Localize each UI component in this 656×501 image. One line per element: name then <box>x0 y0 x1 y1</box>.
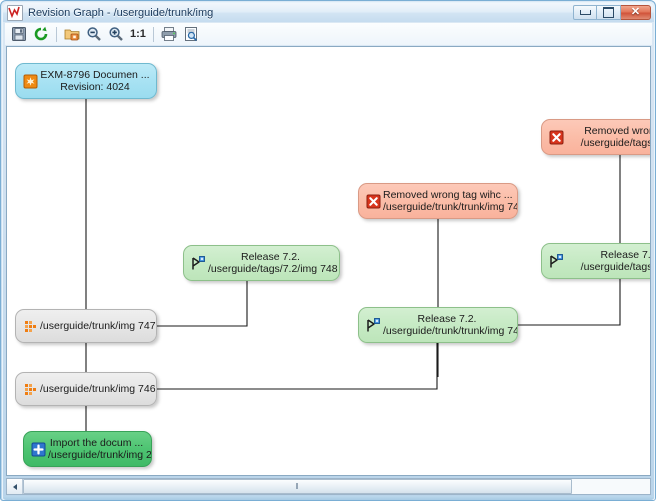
graph-node-line2: /userguide/trunk/img 2 <box>48 449 151 461</box>
graph-node-line2: /userguide/trunk/trunk/img 749 <box>383 201 517 213</box>
graph-node-label: EXM-8796 Documen ...Revision: 4024 <box>40 69 156 94</box>
graph-node-line1: Removed wrong tag wihc ... <box>383 188 513 201</box>
scrollbar-track[interactable]: ‖ <box>23 479 650 494</box>
graph-node[interactable]: /userguide/trunk/img 746 <box>15 372 157 406</box>
window-bottom-strip <box>3 496 654 500</box>
graph-node-line2: /userguide/tags/7.2/tr <box>580 137 650 149</box>
graph-node-label: Removed wrong tru/userguide/tags/7.2/tr <box>566 124 650 150</box>
scrollbar-thumb[interactable]: ‖ <box>23 479 572 494</box>
graph-node[interactable]: EXM-8796 Documen ...Revision: 4024 <box>15 63 157 99</box>
tag-branch-icon <box>366 318 380 332</box>
graph-node-line2: /userguide/tags/7.2/tr <box>580 261 650 273</box>
toolbar: 1:1 <box>5 23 652 45</box>
graph-node-line1: EXM-8796 Documen ... <box>40 68 150 81</box>
graph-node-line1: /userguide/trunk/img 746 <box>40 382 156 395</box>
graph-node[interactable]: /userguide/trunk/img 747 <box>15 309 157 343</box>
graph-node[interactable]: Removed wrong tru/userguide/tags/7.2/tr <box>541 119 650 155</box>
tag-branch-icon <box>546 244 566 278</box>
deleted-x-icon <box>366 194 380 208</box>
graph-node-line2: /userguide/tags/7.2/img 748 <box>208 263 338 275</box>
graph-node-line1: Import the docum ... <box>49 436 144 449</box>
scroll-left-arrow-icon <box>12 483 17 490</box>
minimize-button[interactable] <box>573 5 597 20</box>
horizontal-scrollbar[interactable]: ‖ <box>6 478 651 495</box>
deleted-x-icon <box>549 130 563 144</box>
window-controls: ✕ <box>573 5 651 20</box>
graph-node[interactable]: Removed wrong tag wihc .../userguide/tru… <box>358 183 518 219</box>
tortoise-checkmark-icon <box>7 4 23 21</box>
print-preview-button[interactable] <box>180 24 202 44</box>
title-bar[interactable]: Revision Graph - /userguide/trunk/img ✕ <box>3 3 654 22</box>
printer-icon <box>161 27 177 41</box>
modified-dots-icon <box>20 373 40 405</box>
zoom-out-button[interactable] <box>83 24 105 44</box>
graph-node-line1: Release 7.2. <box>600 248 651 261</box>
tag-branch-icon <box>549 254 563 268</box>
zoom-in-button[interactable] <box>105 24 127 44</box>
deleted-x-icon <box>363 184 383 218</box>
folder-icon <box>64 29 80 41</box>
graph-node-label: Release 7.2./userguide/tags/7.2/tr <box>566 248 651 274</box>
modified-dots-icon <box>20 310 40 342</box>
maximize-button[interactable] <box>597 5 621 20</box>
graph-node[interactable]: Release 7.2./userguide/tags/7.2/tr <box>541 243 651 279</box>
graph-node[interactable]: Release 7.2./userguide/tags/7.2/img 748 <box>183 245 340 281</box>
graph-edge <box>518 279 621 326</box>
graph-node-label: Removed wrong tag wihc .../userguide/tru… <box>383 189 517 214</box>
print-button[interactable] <box>158 24 180 44</box>
save-icon <box>12 27 26 41</box>
graph-edges <box>85 99 621 431</box>
tag-branch-icon <box>188 246 208 280</box>
modified-dots-icon <box>24 320 36 332</box>
added-plus-icon <box>31 442 45 456</box>
modified-dots-icon <box>24 383 36 395</box>
scrollbar-grip-icon: ‖ <box>295 481 300 491</box>
graph-edge <box>157 343 438 390</box>
graph-node-label: /userguide/trunk/img 747 <box>40 320 156 333</box>
print-preview-icon <box>184 27 197 42</box>
graph-node-line2: Revision: 4024 <box>60 81 130 93</box>
graph-node-label: Import the docum .../userguide/trunk/img… <box>48 437 151 462</box>
tag-branch-icon <box>363 308 383 342</box>
graph-node-label: /userguide/trunk/img 746 <box>40 383 156 396</box>
graph-node-label: Release 7.2./userguide/trunk/trunk/img 7… <box>383 313 517 338</box>
graph-edge <box>157 281 248 327</box>
added-plus-icon <box>28 432 48 466</box>
close-button[interactable]: ✕ <box>621 5 651 20</box>
zoom-in-icon <box>109 27 123 41</box>
scroll-left-button[interactable] <box>7 479 23 494</box>
save-button[interactable] <box>8 24 30 44</box>
window-title: Revision Graph - /userguide/trunk/img <box>28 6 214 19</box>
graph-node-line1: Removed wrong tru <box>584 124 650 137</box>
graph-node[interactable]: Import the docum .../userguide/trunk/img… <box>23 431 152 467</box>
graph-node-line2: /userguide/trunk/trunk/img 747 <box>383 325 517 337</box>
toolbar-separator-1 <box>56 26 57 42</box>
deleted-x-icon <box>546 120 566 154</box>
toolbar-separator-2 <box>152 26 154 42</box>
modified-star-icon <box>20 64 40 98</box>
maximize-icon <box>603 7 614 18</box>
graph-node-line1: /userguide/trunk/img 747 <box>40 319 156 332</box>
graph-node-line1: Release 7.2. <box>241 250 300 263</box>
tag-branch-icon <box>191 256 205 270</box>
modified-star-icon <box>23 74 37 88</box>
show-all-button[interactable] <box>61 24 83 44</box>
zoom-100-button[interactable]: 1:1 <box>130 28 146 40</box>
graph-node-label: Release 7.2./userguide/tags/7.2/img 748 <box>208 251 339 276</box>
refresh-button[interactable] <box>30 24 52 44</box>
minimize-icon <box>579 10 591 15</box>
graph-node-line1: Release 7.2. <box>417 312 477 325</box>
zoom-out-icon <box>87 27 101 41</box>
close-icon: ✕ <box>630 6 641 18</box>
refresh-icon <box>34 26 48 41</box>
graph-node[interactable]: Release 7.2./userguide/trunk/trunk/img 7… <box>358 307 518 343</box>
